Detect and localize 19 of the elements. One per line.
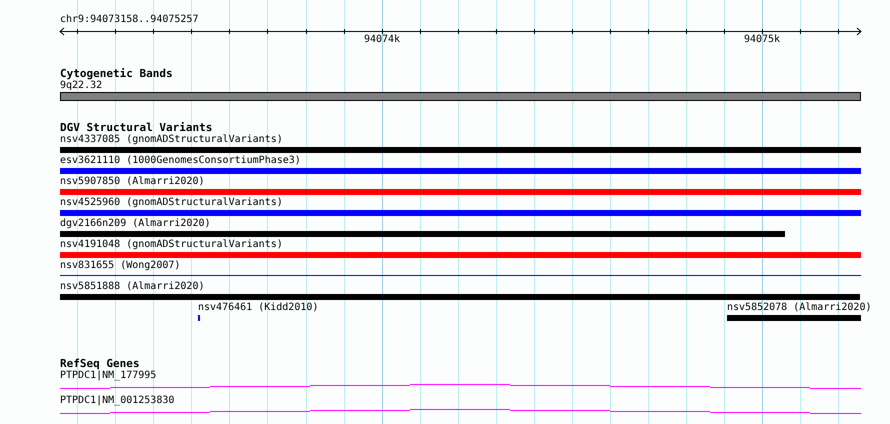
feature-label: nsv5852078 (Almarri2020): [727, 303, 872, 314]
feature-label: esv3621110 (1000GenomesConsortiumPhase3): [60, 156, 301, 167]
track-title: Cytogenetic Bands: [60, 68, 173, 79]
tick-label: 94074k: [364, 35, 400, 45]
feature-label: PTPDC1|NM_177995: [60, 371, 156, 382]
feature-label: nsv4191048 (gnomADStructuralVariants): [60, 240, 283, 251]
tick-label: 94075k: [744, 35, 780, 45]
feature-label: dgv2166n209 (Almarri2020): [60, 219, 211, 230]
feature-label: nsv4525960 (gnomADStructuralVariants): [60, 198, 283, 209]
feature-label: nsv476461 (Kidd2010): [198, 303, 318, 314]
track-title: RefSeq Genes: [60, 358, 140, 369]
feature-label: nsv831655 (Wong2007): [60, 261, 180, 272]
feature-label: nsv5907850 (Almarri2020): [60, 177, 204, 188]
feature-label: 9q22.32: [60, 81, 102, 92]
feature-label: nsv4337085 (gnomADStructuralVariants): [60, 135, 283, 146]
feature-label: PTPDC1|NM_001253830: [60, 396, 174, 407]
coordinate-label: chr9:94073158..94075257: [60, 15, 198, 25]
track-title: DGV Structural Variants: [60, 122, 212, 133]
feature-label: nsv5851888 (Almarri2020): [60, 282, 204, 293]
